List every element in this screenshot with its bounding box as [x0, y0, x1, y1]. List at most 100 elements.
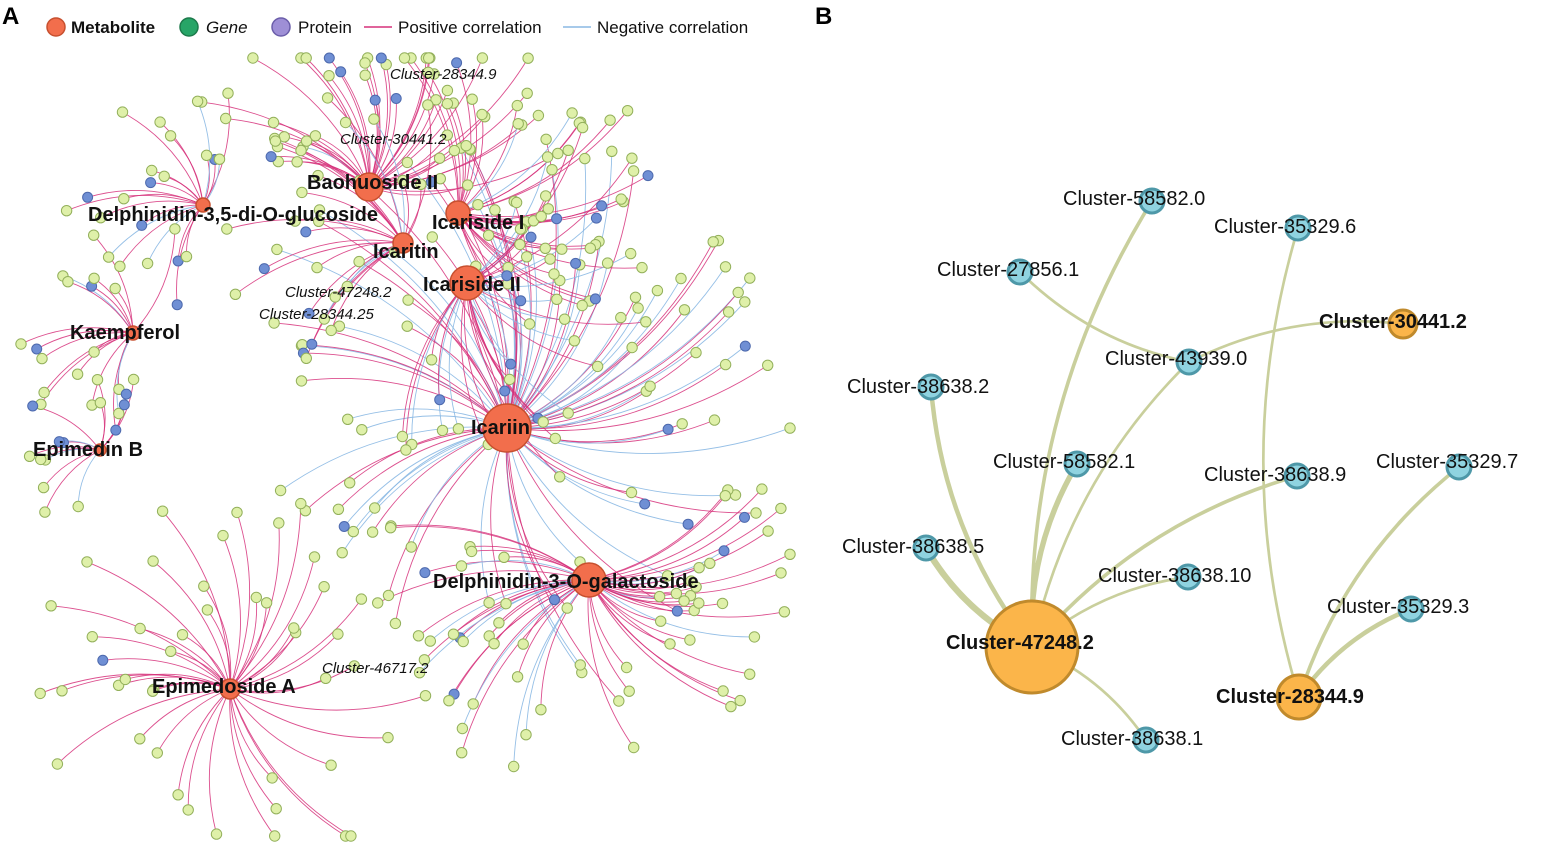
gene-node: [165, 645, 177, 657]
gene-node: [535, 210, 547, 223]
protein-node: [31, 343, 43, 355]
node-label-27856-1: Cluster-27856.1: [937, 259, 1079, 281]
positive-correlation-edge: [252, 57, 370, 188]
positive-correlation-edge: [466, 282, 560, 478]
positive-correlation-edge: [177, 688, 231, 795]
positive-correlation-edge: [99, 379, 135, 451]
gene-node: [119, 673, 132, 686]
gene-node: [644, 380, 656, 392]
positive-correlation-edge: [36, 330, 134, 350]
protein-node: [369, 94, 381, 106]
gene-node: [707, 236, 719, 248]
gene-node: [268, 317, 280, 329]
negative-correlation-edge: [525, 579, 590, 735]
gene-node: [269, 135, 282, 147]
gene-node: [72, 500, 84, 513]
gene-node: [405, 541, 417, 553]
gene-node: [118, 193, 130, 205]
gene-node: [651, 284, 664, 297]
gene-node: [36, 352, 48, 365]
gene-node: [210, 828, 223, 840]
positive-correlation-edge: [91, 332, 134, 406]
gene-node: [348, 660, 360, 672]
network-b-edge: [1018, 270, 1191, 364]
positive-correlation-edge: [264, 239, 404, 270]
gene-node: [653, 590, 666, 603]
positive-correlation-edge: [588, 579, 724, 692]
positive-correlation-edge: [506, 352, 697, 429]
gene-node: [308, 551, 321, 563]
positive-correlation-edge: [229, 556, 315, 690]
gene-node: [539, 242, 551, 255]
positive-correlation-edge: [587, 579, 635, 748]
protein-node: [682, 518, 694, 530]
positive-correlation-edge: [119, 204, 204, 267]
positive-correlation-edge: [305, 227, 404, 244]
metabolite-node-icariside2: [449, 265, 485, 301]
positive-correlation-edge: [456, 62, 472, 214]
gene-node: [382, 731, 394, 744]
negative-correlation-edge: [280, 426, 508, 491]
protein-node: [739, 511, 750, 523]
gene-node: [274, 484, 287, 497]
positive-correlation-edge: [208, 688, 231, 835]
positive-correlation-edge: [308, 242, 404, 314]
positive-correlation-edge: [327, 97, 404, 244]
positive-correlation-edge: [87, 190, 204, 206]
network-b-edge: [1187, 319, 1405, 364]
gene-node: [396, 430, 409, 443]
gene-node: [102, 251, 115, 263]
gene-node: [116, 106, 129, 118]
gene-node: [356, 424, 368, 436]
gene-node: [38, 386, 50, 399]
positive-correlation-edge: [229, 665, 355, 693]
gene-node: [347, 525, 359, 538]
protein-node: [499, 385, 511, 397]
gene-node: [704, 557, 716, 569]
network-b-node-n38638_5: [912, 534, 940, 562]
negative-correlation-edge: [506, 158, 587, 429]
node-label-38638-1: Cluster-38638.1: [1061, 728, 1203, 750]
gene-node: [332, 503, 345, 515]
gene-node: [220, 112, 232, 125]
gene-node: [522, 52, 534, 64]
protein-node: [375, 52, 387, 64]
gene-node: [750, 507, 762, 519]
gene-node: [684, 634, 696, 646]
metabolite-node-delph3o: [571, 562, 607, 598]
protein-node: [671, 605, 683, 617]
gene-node: [430, 94, 442, 106]
gene-node: [320, 672, 332, 684]
positive-correlation-edge: [170, 135, 204, 206]
legend-gene-label: Gene: [206, 18, 248, 37]
positive-correlation-edge: [51, 605, 231, 690]
gene-node: [725, 700, 737, 713]
legend-protein-label: Protein: [298, 18, 352, 37]
protein-node: [323, 52, 335, 64]
gene-node: [640, 316, 652, 328]
gene-node: [676, 418, 688, 430]
metabolite-label-baohuoside: Baohuoside II: [307, 172, 438, 194]
gene-node: [313, 215, 325, 228]
gene-node: [448, 144, 461, 157]
legend-positive-label: Positive correlation: [398, 18, 542, 37]
protein-node: [27, 400, 39, 412]
protein-node: [300, 226, 312, 238]
gene-node: [359, 69, 371, 81]
node-label-35329-3: Cluster-35329.3: [1327, 596, 1469, 618]
node-label-35329-6: Cluster-35329.6: [1214, 216, 1356, 238]
gene-node: [147, 685, 159, 697]
gene-node: [325, 324, 337, 337]
positive-correlation-edge: [202, 93, 230, 206]
node-label-30441-2: Cluster-30441.2: [1319, 311, 1467, 333]
gene-node: [172, 789, 184, 801]
gene-node: [291, 156, 303, 168]
gene-node: [127, 373, 140, 386]
positive-correlation-edge: [229, 688, 426, 711]
metabolite-node-baohuoside: [354, 172, 384, 202]
gene-node: [568, 335, 581, 347]
positive-correlation-edge: [300, 57, 370, 188]
protein-node: [258, 263, 270, 275]
gene-node: [273, 517, 285, 529]
gene-node: [198, 580, 210, 592]
